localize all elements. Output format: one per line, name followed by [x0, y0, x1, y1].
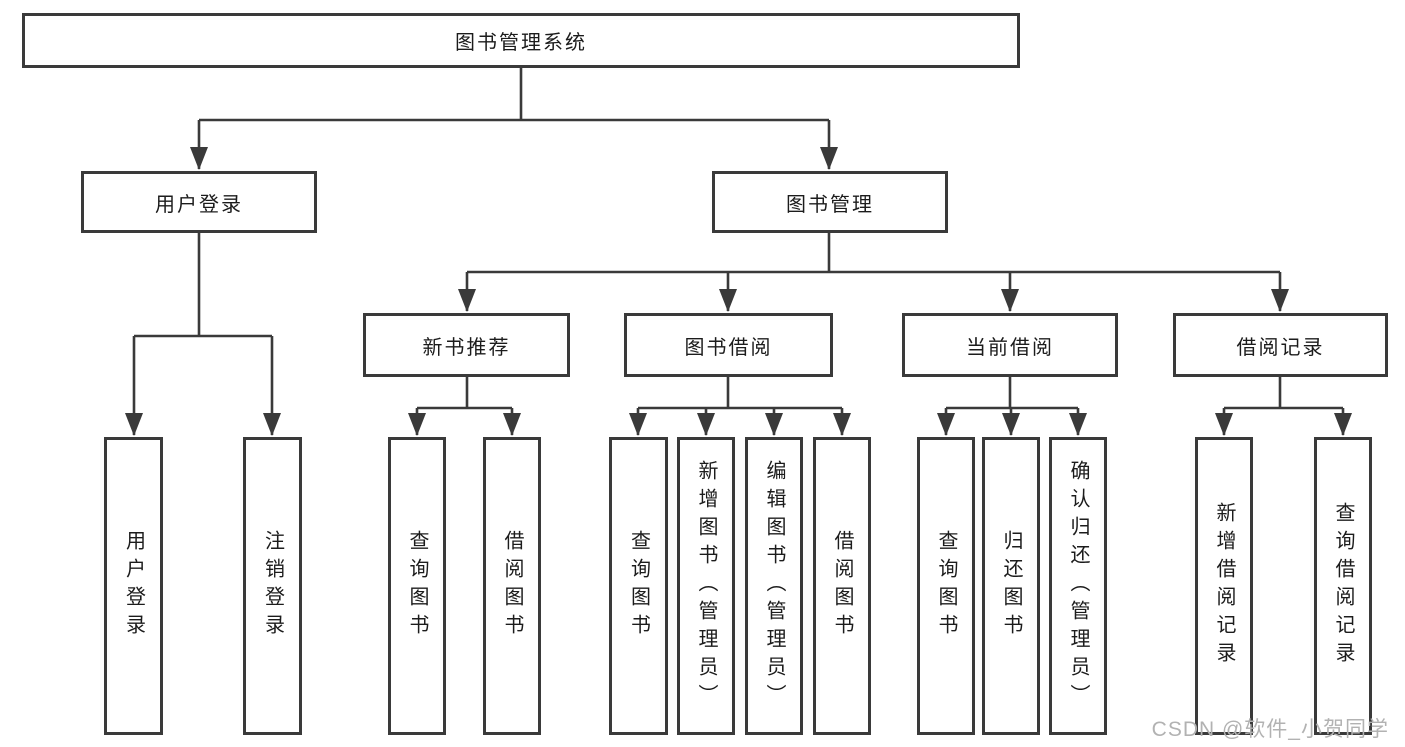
- leaf-query-borrow-record: 查询借阅记录: [1314, 437, 1372, 735]
- csdn-watermark: CSDN @软件_小贺同学: [1151, 718, 1389, 741]
- node-current-borrowing: 当前借阅: [902, 313, 1118, 377]
- leaf-edit-books-admin: 编辑图书（管理员）: [745, 437, 803, 735]
- leaf-logout: 注销登录: [243, 437, 302, 735]
- leaf-add-borrow-record: 新增借阅记录: [1195, 437, 1253, 735]
- leaf-user-login: 用户登录: [104, 437, 163, 735]
- leaf-return-books: 归还图书: [982, 437, 1040, 735]
- bus-current-borrow-children: [946, 377, 1078, 410]
- node-book-borrowing: 图书借阅: [624, 313, 833, 377]
- leaf-newbook-borrow-books: 借阅图书: [483, 437, 541, 735]
- node-borrowing-records: 借阅记录: [1173, 313, 1388, 377]
- leaf-newbook-query-books: 查询图书: [388, 437, 446, 735]
- node-new-book-recommendation: 新书推荐: [363, 313, 570, 377]
- leaf-current-query-books: 查询图书: [917, 437, 975, 735]
- bus-book-borrow-children: [638, 377, 842, 410]
- leaf-borrow-books: 借阅图书: [813, 437, 871, 735]
- leaf-borrow-query-books: 查询图书: [609, 437, 668, 735]
- bus-book-management-children: [467, 233, 1280, 274]
- bus-user-login-children: [134, 233, 272, 338]
- bus-new-book-children: [417, 377, 512, 410]
- node-book-management: 图书管理: [712, 171, 948, 233]
- bus-borrow-record-children: [1224, 377, 1343, 410]
- leaf-add-books-admin: 新增图书（管理员）: [677, 437, 735, 735]
- bus-root-to-level2: [199, 68, 829, 122]
- node-user-login: 用户登录: [81, 171, 317, 233]
- leaf-confirm-return-admin: 确认归还（管理员）: [1049, 437, 1107, 735]
- node-root-system: 图书管理系统: [22, 13, 1020, 68]
